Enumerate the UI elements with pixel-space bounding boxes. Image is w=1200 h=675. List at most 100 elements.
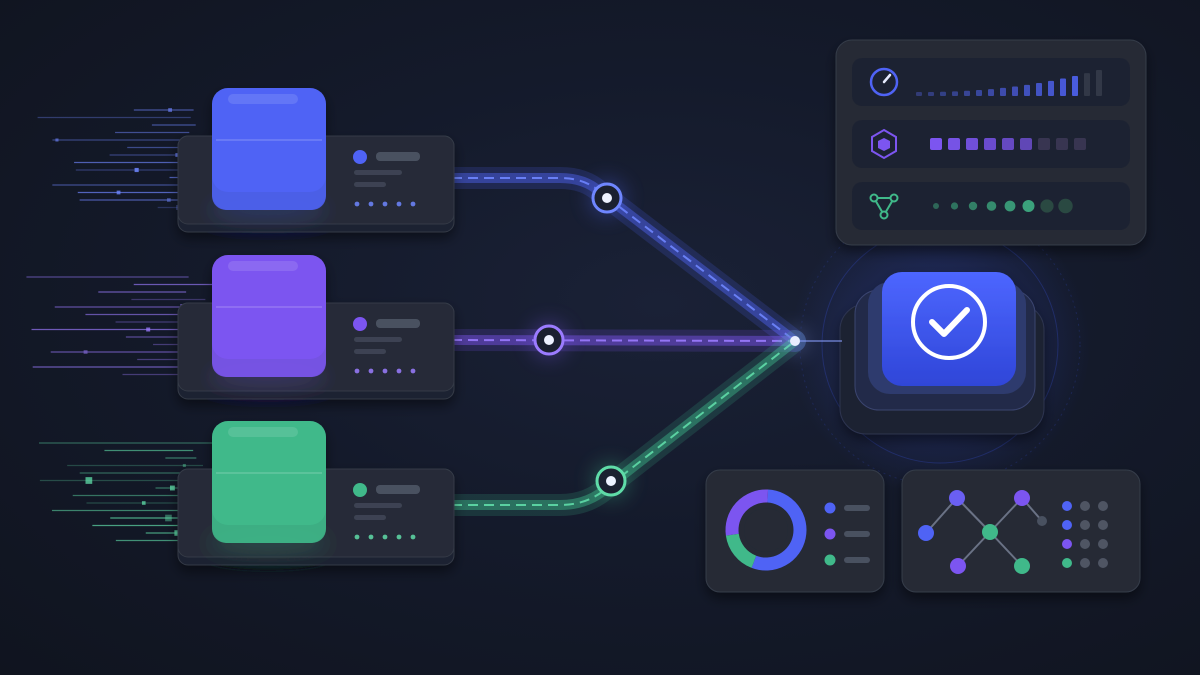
meter-bar bbox=[1012, 86, 1018, 96]
meter-dot bbox=[986, 201, 997, 211]
checkpoint-core bbox=[544, 335, 554, 345]
check-circle-icon bbox=[911, 284, 987, 360]
status-meter-dots bbox=[933, 198, 1073, 214]
card-progress-dot bbox=[354, 368, 360, 374]
card-line-placeholder bbox=[354, 170, 402, 175]
meter-dot bbox=[1058, 198, 1073, 214]
meter-dot bbox=[1022, 200, 1035, 212]
card-progress-dot bbox=[354, 201, 360, 207]
meter-square bbox=[1002, 138, 1014, 150]
card-progress-dot bbox=[410, 534, 416, 540]
card-progress-dot bbox=[382, 534, 388, 540]
status-meter-squares bbox=[930, 138, 1086, 150]
meter-bar bbox=[952, 91, 958, 96]
meter-square bbox=[930, 138, 942, 150]
legend-swatch bbox=[824, 528, 836, 540]
donut-card bbox=[705, 469, 885, 593]
source-card bbox=[177, 88, 455, 233]
card-progress-dot bbox=[382, 368, 388, 374]
meter-bar bbox=[988, 89, 994, 96]
status-meter-bars bbox=[916, 70, 1102, 96]
cube-highlight bbox=[228, 261, 298, 271]
meter-bar bbox=[1060, 78, 1066, 96]
graph-matrix-dot bbox=[1080, 558, 1090, 568]
graph-node bbox=[918, 525, 934, 541]
network-node bbox=[879, 210, 889, 220]
cube-icon bbox=[208, 255, 328, 387]
donut-segment bbox=[725, 489, 769, 536]
meter-bar bbox=[976, 90, 982, 96]
status-row bbox=[852, 182, 1130, 230]
card-progress-dot bbox=[396, 201, 402, 207]
meter-square bbox=[1020, 138, 1032, 150]
status-panel bbox=[835, 39, 1147, 246]
checkpoint-core bbox=[602, 193, 612, 203]
donut-chart-icon bbox=[725, 489, 807, 571]
source-card bbox=[177, 255, 455, 400]
stream-particle bbox=[174, 530, 180, 536]
node-graph-icon bbox=[918, 490, 1047, 574]
source-card bbox=[177, 421, 455, 566]
merge-point bbox=[790, 336, 800, 346]
graph-matrix-dot bbox=[1098, 501, 1108, 511]
cube-icon bbox=[208, 88, 328, 220]
meter-bar bbox=[1000, 87, 1006, 96]
legend-label-placeholder bbox=[844, 531, 870, 537]
path-flow-line bbox=[451, 339, 796, 342]
card-line-placeholder bbox=[354, 503, 402, 508]
stream-particle bbox=[166, 198, 171, 202]
hub-node bbox=[839, 272, 1045, 435]
graph-node bbox=[950, 558, 966, 574]
meter-dot bbox=[968, 201, 978, 211]
meter-dot bbox=[1040, 199, 1054, 213]
source-cards bbox=[177, 88, 455, 566]
graph-node bbox=[1014, 490, 1030, 506]
cube-highlight bbox=[228, 427, 298, 437]
donut-hole bbox=[744, 508, 788, 552]
stream-particle bbox=[55, 138, 59, 142]
graph-node bbox=[949, 490, 965, 506]
cube-icon bbox=[208, 421, 328, 553]
cube-front bbox=[212, 473, 326, 543]
gauge-needle bbox=[882, 73, 892, 84]
card-status-dot bbox=[353, 483, 367, 497]
card-progress-dot bbox=[396, 368, 402, 374]
card-title-placeholder bbox=[376, 152, 420, 161]
card-line-placeholder bbox=[354, 182, 386, 187]
stream-particle bbox=[116, 190, 121, 195]
meter-square bbox=[1056, 138, 1068, 150]
stream-particle bbox=[169, 485, 175, 491]
gauge-icon bbox=[869, 67, 899, 97]
cube-front bbox=[212, 140, 326, 210]
graph-matrix-dot bbox=[1062, 520, 1072, 530]
meter-bar bbox=[1048, 80, 1054, 96]
meter-dot bbox=[950, 202, 959, 210]
stream-particle bbox=[165, 514, 172, 522]
graph-node bbox=[1037, 516, 1047, 526]
connection-paths bbox=[441, 167, 806, 516]
graph-matrix-dot bbox=[1062, 501, 1072, 511]
card-status-dot bbox=[353, 150, 367, 164]
meter-bar bbox=[1024, 84, 1030, 96]
meter-square bbox=[984, 138, 996, 150]
card-progress-dot bbox=[368, 534, 374, 540]
network-node bbox=[869, 193, 879, 203]
graph-matrix-dot bbox=[1080, 501, 1090, 511]
graph-card bbox=[901, 469, 1141, 593]
graph-dot-matrix bbox=[1062, 501, 1108, 568]
stream-particle bbox=[85, 477, 93, 484]
card-progress-dot bbox=[368, 368, 374, 374]
cube-highlight bbox=[228, 94, 298, 104]
card-progress-dot bbox=[410, 201, 416, 207]
card-title-placeholder bbox=[376, 319, 420, 328]
checkpoint-core bbox=[606, 476, 616, 486]
card-progress-dot bbox=[368, 201, 374, 207]
stream-particle bbox=[146, 327, 151, 332]
meter-square bbox=[948, 138, 960, 150]
card-title-placeholder bbox=[376, 485, 420, 494]
card-progress-dot bbox=[410, 368, 416, 374]
meter-bar bbox=[940, 91, 946, 96]
checkpoint-node-icon bbox=[593, 463, 629, 499]
